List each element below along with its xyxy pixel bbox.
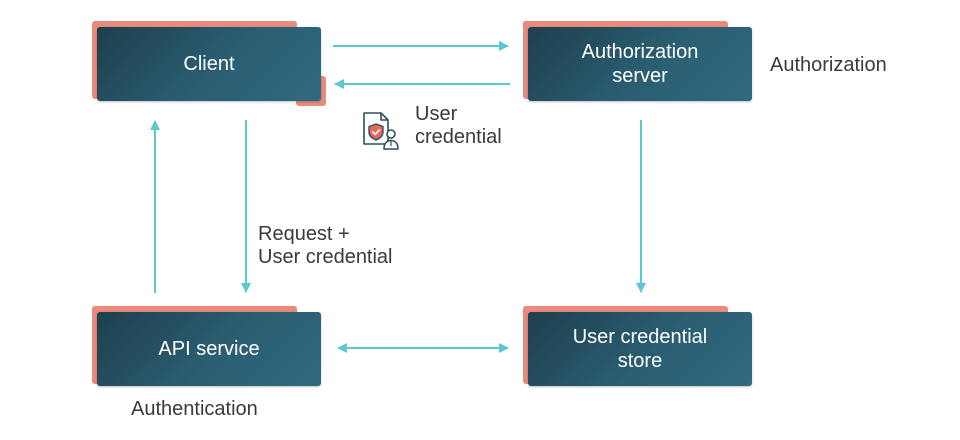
authentication-annotation: Authentication xyxy=(131,398,258,420)
user-credential-annotation: User credential xyxy=(415,103,502,148)
node-authorization-server-label: Authorization server xyxy=(528,27,752,101)
node-client: Client xyxy=(92,21,326,106)
authorization-annotation: Authorization xyxy=(770,54,887,76)
node-authorization-server: Authorization server xyxy=(523,21,752,101)
node-api-service-label: API service xyxy=(97,312,321,386)
node-user-credential-store-label: User credential store xyxy=(528,312,752,386)
node-client-label: Client xyxy=(97,27,321,101)
credential-document-user-icon xyxy=(363,112,399,150)
node-user-credential-store: User credential store xyxy=(523,306,752,386)
node-api-service: API service xyxy=(92,306,321,386)
request-user-credential-annotation: Request + User credential xyxy=(258,223,393,268)
